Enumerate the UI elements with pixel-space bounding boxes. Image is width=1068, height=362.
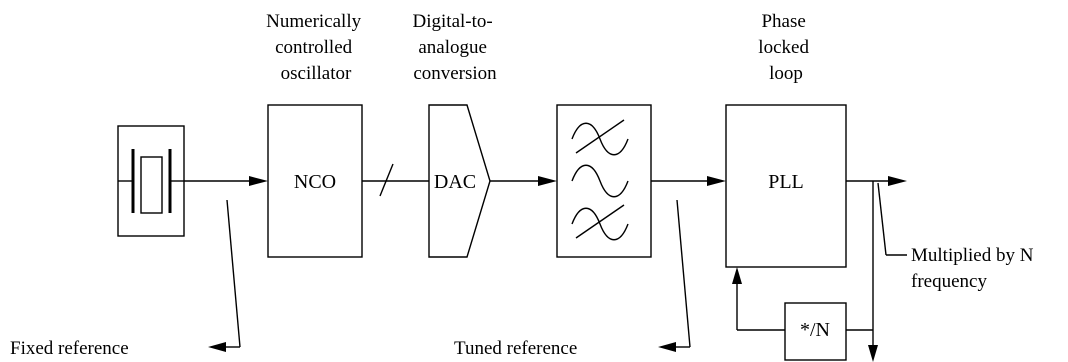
- divider-label: */N: [800, 319, 830, 341]
- output-annotation: Multiplied by N frequency: [877, 182, 1038, 292]
- fixed-reference-label: Fixed reference: [10, 338, 129, 359]
- dac-caption-line: analogue: [418, 37, 487, 58]
- nco-caption-line: Numerically: [266, 11, 361, 32]
- dac-caption-line: Digital-to-: [413, 11, 493, 32]
- crystal-oscillator-icon: [117, 125, 185, 237]
- pll-block: PLL: [725, 104, 847, 268]
- output-label-line: Multiplied by N: [911, 245, 1034, 266]
- nco-caption-line: controlled: [275, 37, 353, 58]
- filter-bank-icon: [556, 104, 652, 258]
- filter-to-pll-arrow: [651, 176, 726, 186]
- nco-caption: Numerically controlled oscillator: [266, 11, 366, 84]
- dac-caption-line: conversion: [413, 63, 497, 84]
- digital-bus-line: [362, 163, 429, 197]
- divider-block: */N: [784, 302, 847, 361]
- pll-caption-line: Phase: [761, 11, 805, 32]
- nco-label: NCO: [294, 171, 336, 193]
- pll-caption: Phase locked loop: [758, 11, 813, 84]
- tuned-reference-label: Tuned reference: [454, 338, 577, 359]
- dac-block: DAC: [428, 104, 491, 258]
- dac-label: DAC: [434, 171, 476, 193]
- dac-caption: Digital-to- analogue conversion: [413, 11, 498, 84]
- nco-block: NCO: [267, 104, 363, 258]
- nco-caption-line: oscillator: [281, 63, 352, 84]
- fixed-reference-callout: Fixed reference: [10, 199, 241, 359]
- pll-caption-line: loop: [769, 63, 803, 84]
- pll-caption-line: locked: [758, 37, 809, 58]
- crystal-to-nco-arrow: [184, 176, 268, 186]
- pll-output-arrow: [846, 176, 907, 186]
- tuned-reference-callout: Tuned reference: [454, 199, 691, 359]
- output-label: Multiplied by N frequency: [911, 245, 1038, 292]
- pll-label: PLL: [768, 171, 804, 193]
- output-label-line: frequency: [911, 271, 987, 292]
- dac-to-filter-arrow: [490, 176, 557, 186]
- feedback-loop: [732, 181, 878, 362]
